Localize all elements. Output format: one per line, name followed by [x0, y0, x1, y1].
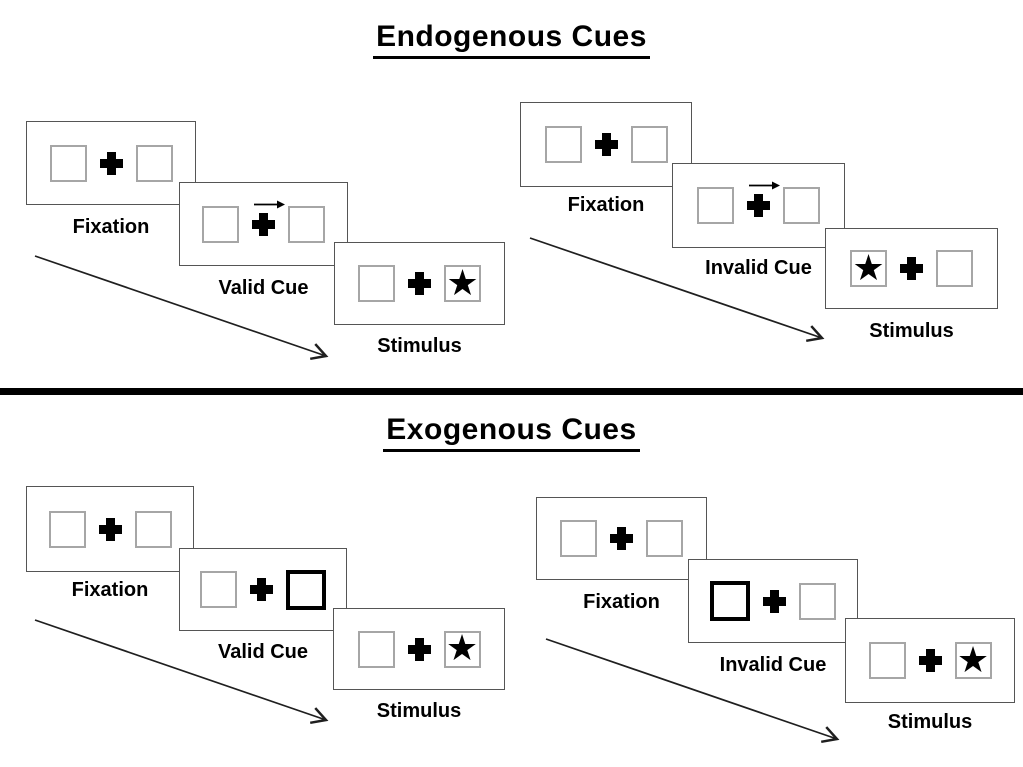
- placeholder-box-left: [49, 144, 87, 182]
- fixation-cross-icon: [918, 649, 942, 672]
- exo-invalid-fixation-panel: [536, 497, 707, 580]
- step-label-fixation: Fixation: [71, 579, 149, 601]
- section-title-endogenous: Endogenous Cues: [0, 20, 1023, 59]
- placeholder-box-left: [48, 510, 86, 548]
- exo-invalid-cue-panel: [688, 559, 858, 643]
- star-stimulus-icon: ★: [852, 246, 885, 288]
- placeholder-box-left: [697, 187, 734, 224]
- step-label-fixation: Fixation: [72, 216, 150, 238]
- placeholder-box-left: [357, 630, 395, 668]
- fixation-cross-icon: [99, 151, 123, 175]
- placeholder-box-left: [200, 571, 237, 608]
- endo-invalid-stimulus-panel: ★: [825, 228, 998, 309]
- endo-valid-stimulus-panel: ★: [334, 242, 505, 325]
- timeline-arrow-endo-valid: [34, 255, 329, 361]
- placeholder-box-left: [544, 126, 582, 163]
- endo-invalid-fixation-panel: [520, 102, 692, 187]
- star-stimulus-icon: ★: [446, 261, 479, 303]
- exo-invalid-stimulus-panel: ★: [845, 618, 1015, 703]
- section-title-text: Exogenous Cues: [383, 413, 640, 452]
- placeholder-box-left: [202, 205, 239, 243]
- cue-right-arrow-icon: [749, 181, 780, 190]
- star-stimulus-icon: ★: [445, 627, 479, 668]
- star-target-box-right: ★: [443, 627, 481, 668]
- section-divider: [0, 388, 1023, 395]
- star-target-box-right: ★: [444, 261, 481, 303]
- placeholder-box-right: [646, 520, 683, 557]
- central-cue: [252, 200, 285, 236]
- step-label-fixation: Fixation: [567, 194, 645, 216]
- cue-right-arrow-icon: [254, 200, 285, 208]
- placeholder-box-right: [783, 187, 820, 224]
- fixation-cross-icon: [900, 257, 923, 280]
- step-label-stimulus: Stimulus: [887, 711, 973, 733]
- step-label-cue: Invalid Cue: [705, 257, 812, 279]
- step-label-cue: Valid Cue: [217, 641, 309, 663]
- endo-valid-fixation-panel: [26, 121, 196, 205]
- highlighted-cue-box-right: [286, 569, 326, 610]
- star-target-box-right: ★: [954, 638, 992, 680]
- timeline-arrow-endo-invalid: [529, 237, 825, 343]
- placeholder-box-right: [288, 205, 325, 243]
- step-label-cue: Valid Cue: [218, 277, 309, 299]
- fixation-cross-icon: [407, 637, 431, 661]
- fixation-cross-icon: [594, 133, 618, 156]
- timeline-arrow-exo-valid: [34, 619, 329, 725]
- fixation-cross-icon: [610, 527, 633, 550]
- fixation-cross-icon: [408, 272, 431, 295]
- placeholder-box-right: [630, 126, 668, 163]
- star-stimulus-icon: ★: [956, 638, 990, 680]
- placeholder-box-right: [936, 250, 973, 287]
- fixation-cross-icon: [250, 578, 273, 601]
- fixation-cross-icon: [763, 589, 786, 613]
- step-label-stimulus: Stimulus: [869, 320, 954, 342]
- placeholder-box-right: [799, 582, 836, 620]
- endo-valid-cue-panel: [179, 182, 348, 266]
- endo-invalid-cue-panel: [672, 163, 845, 248]
- exo-valid-cue-panel: [179, 548, 347, 631]
- step-label-stimulus: Stimulus: [376, 700, 462, 722]
- step-label-stimulus: Stimulus: [377, 335, 462, 357]
- fixation-cross-icon: [98, 517, 122, 541]
- section-title-exogenous: Exogenous Cues: [0, 413, 1023, 452]
- placeholder-box-left: [358, 265, 395, 302]
- placeholder-box-right: [134, 510, 172, 548]
- highlighted-cue-box-left: [710, 581, 750, 621]
- exo-valid-fixation-panel: [26, 486, 194, 572]
- placeholder-box-left: [560, 520, 597, 557]
- step-label-fixation: Fixation: [583, 591, 660, 613]
- placeholder-box-left: [868, 642, 906, 679]
- central-cue: [747, 181, 780, 217]
- exo-valid-stimulus-panel: ★: [333, 608, 505, 690]
- star-target-box-left: ★: [850, 246, 887, 288]
- step-label-cue: Invalid Cue: [719, 654, 827, 676]
- section-title-text: Endogenous Cues: [373, 20, 650, 59]
- placeholder-box-right: [135, 144, 173, 182]
